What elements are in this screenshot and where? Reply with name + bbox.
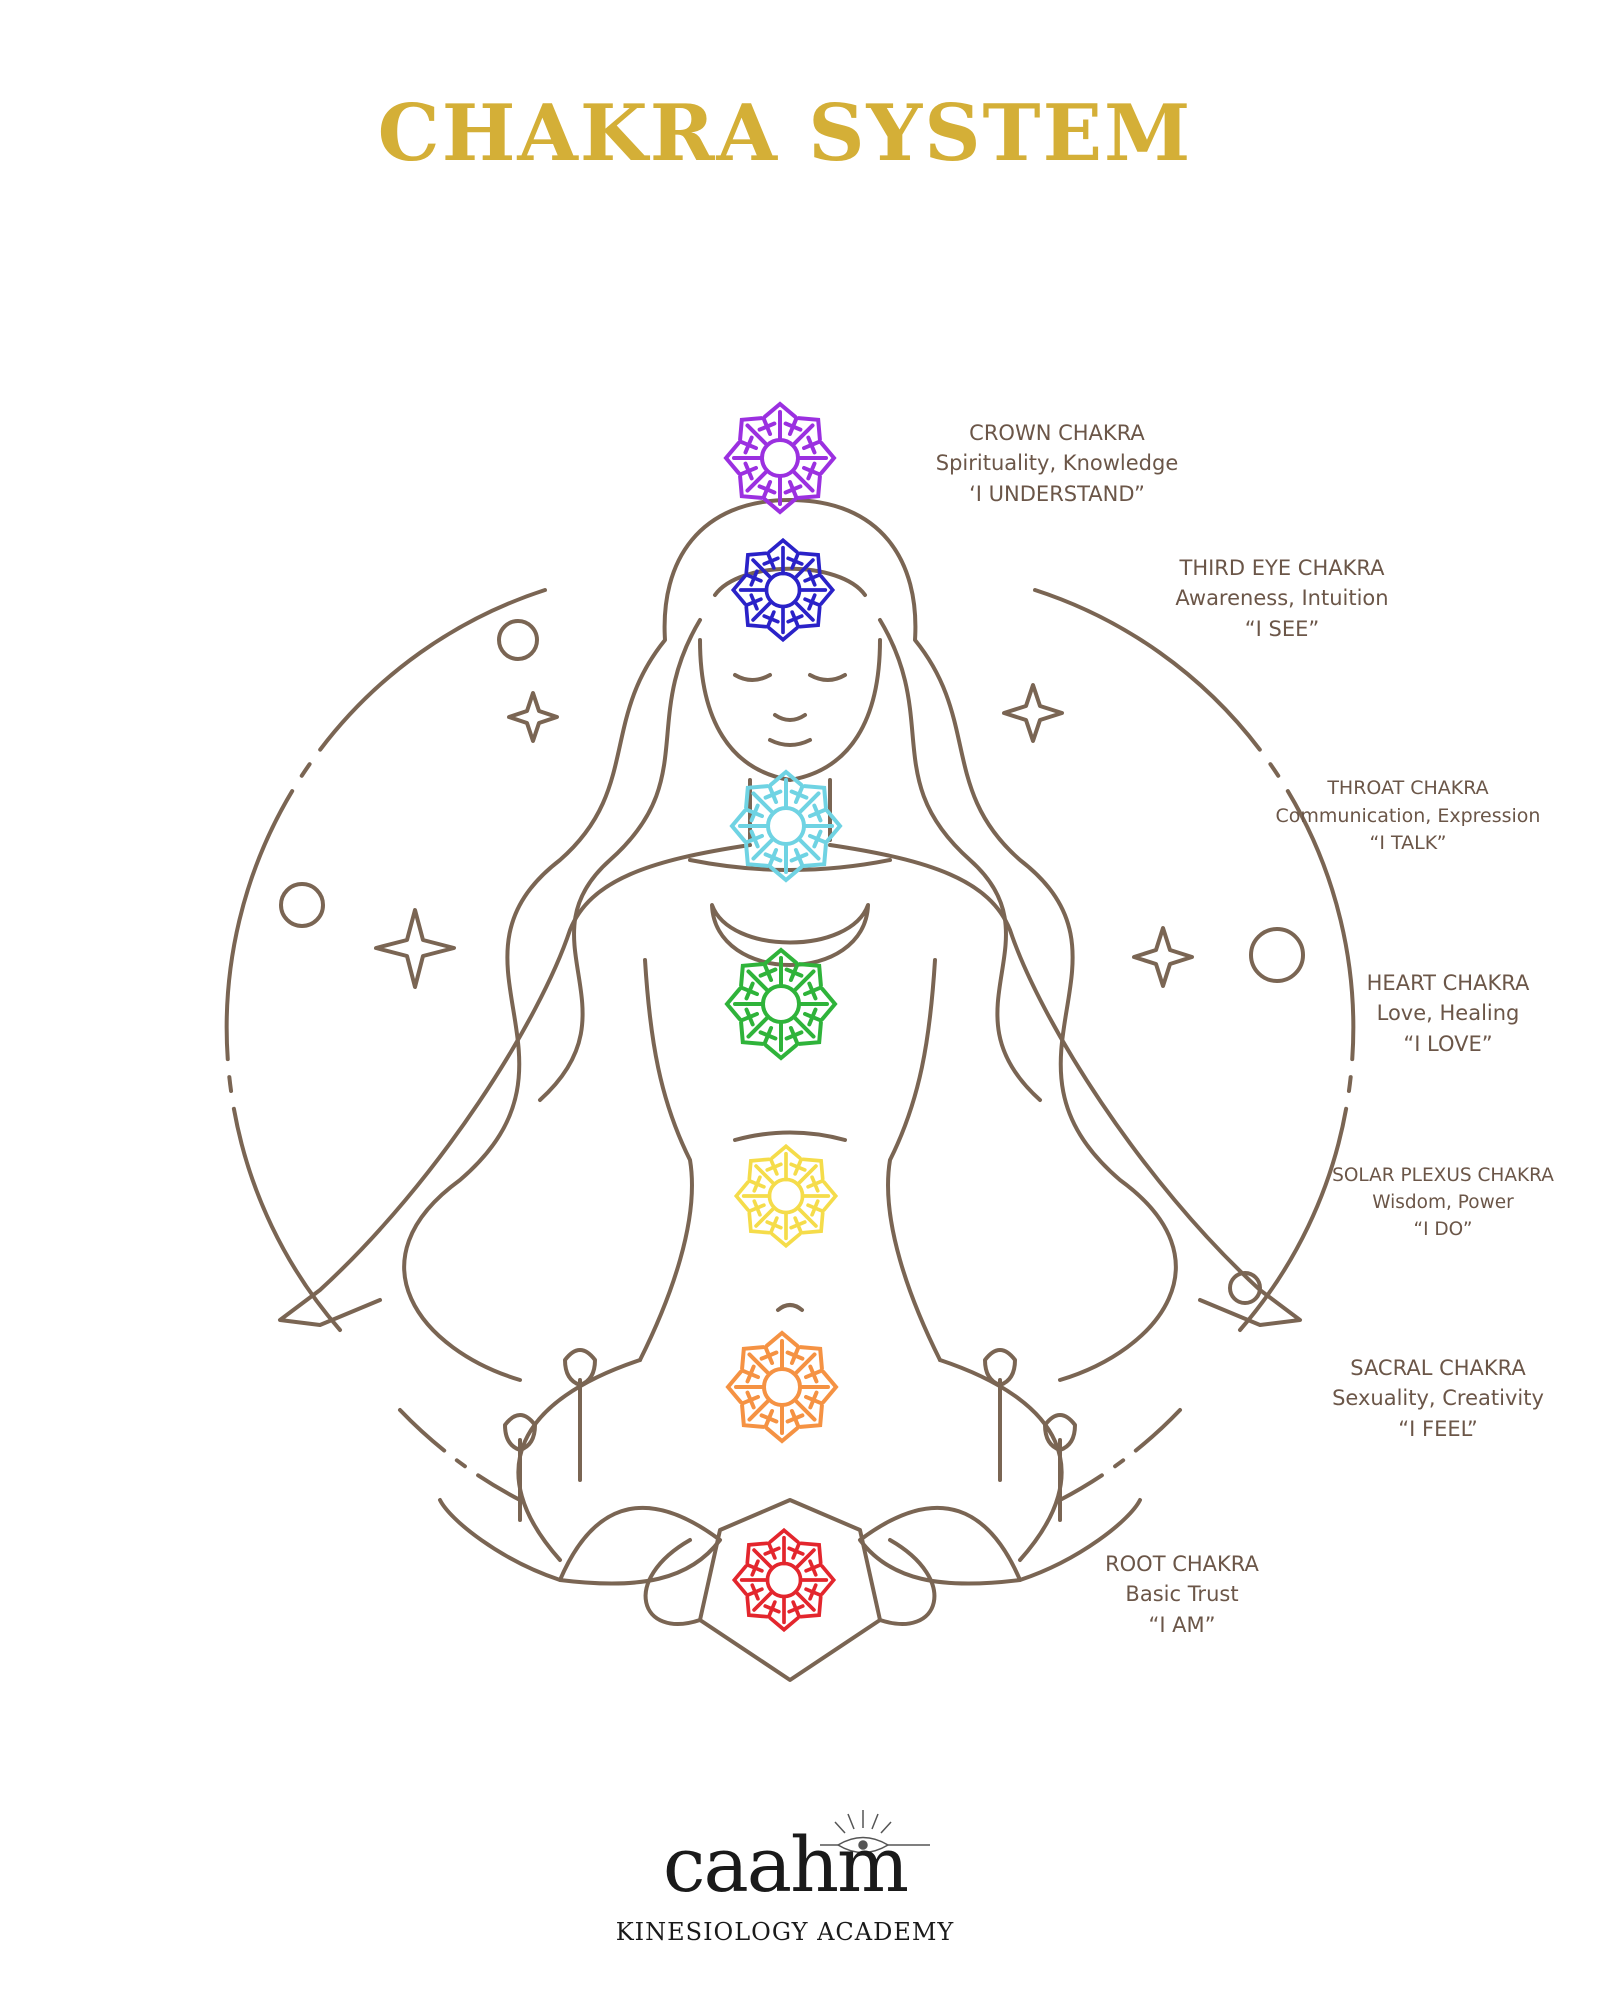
navel-arc (733, 1130, 847, 1142)
nose (773, 713, 807, 722)
closed-eye-right (808, 673, 847, 682)
star-icon (1002, 683, 1064, 743)
chakra-affirmation: ‘I UNDERSTAND” (969, 481, 1145, 506)
cosmic-ring-right (1033, 588, 1356, 1332)
star-icon (374, 908, 456, 989)
heart-chakra-label: HEART CHAKRA Love, Healing “I LOVE” (1268, 968, 1600, 1059)
lotus-flower (698, 1498, 882, 1682)
crescent-necklace (710, 903, 870, 967)
planet-circle (1249, 927, 1305, 983)
chakra-affirmation: “I DO” (1413, 1218, 1473, 1240)
chakra-name: THIRD EYE CHAKRA (1179, 556, 1385, 580)
third-eye-chakra-label: THIRD EYE CHAKRA Awareness, Intuition “I S… (1102, 553, 1462, 644)
throat-chakra-label: THROAT CHAKRA Communication, Expression “I… (1208, 775, 1600, 858)
chakra-qualities: Communication, Expression (1275, 804, 1541, 827)
star-icon (1132, 926, 1194, 988)
page-title: CHAKRA SYSTEM (377, 88, 1193, 179)
torso (638, 958, 694, 1362)
chakra-qualities: Sexuality, Creativity (1332, 1386, 1544, 1411)
chakra-affirmation: “I LOVE” (1403, 1031, 1493, 1056)
solar-plexus-chakra-label: SOLAR PLEXUS CHAKRA Wisdom, Power “I DO” (1263, 1163, 1600, 1243)
line-art (224, 498, 1356, 1682)
chakra-qualities: Basic Trust (1125, 1582, 1239, 1607)
legs (516, 1358, 1064, 1562)
chakra-qualities: Spirituality, Knowledge (935, 451, 1179, 476)
chakra-name: ROOT CHAKRA (1105, 1552, 1259, 1576)
chakra-name: HEART CHAKRA (1366, 971, 1530, 995)
leaf-left (558, 1505, 722, 1586)
solar-plexus-chakra-symbol (733, 1143, 839, 1249)
chakra-affirmation: “I SEE” (1244, 616, 1320, 641)
face (698, 638, 882, 782)
chakra-affirmation: “I TALK” (1369, 832, 1447, 855)
chakra-qualities: Awareness, Intuition (1175, 586, 1389, 611)
crown-chakra-label: CROWN CHAKRA Spirituality, Knowledge ‘I UN… (877, 418, 1237, 509)
chakra-name: THROAT CHAKRA (1327, 777, 1489, 799)
chakra-qualities: Love, Healing (1376, 1001, 1520, 1026)
sparkle-stars (374, 683, 1194, 989)
crown-chakra-symbol (723, 401, 837, 515)
chakra-name: SOLAR PLEXUS CHAKRA (1332, 1165, 1554, 1186)
shoulders (278, 843, 752, 1327)
eye-logo (820, 1810, 930, 1854)
third-eye-chakra-symbol (730, 537, 836, 643)
heart-chakra-symbol (724, 947, 838, 1061)
closed-eye-left (733, 673, 772, 682)
collarbone (688, 858, 892, 872)
chakra-affirmation: “I AM” (1148, 1612, 1216, 1637)
chakra-name: CROWN CHAKRA (969, 421, 1145, 445)
lips (768, 738, 812, 747)
root-chakra-label: ROOT CHAKRA Basic Trust “I AM” (1002, 1549, 1362, 1640)
brand-name: caahm (662, 1820, 909, 1909)
chakra-name: SACRAL CHAKRA (1350, 1356, 1526, 1380)
planet-circle (497, 619, 539, 661)
chakra-affirmation: “I FEEL” (1398, 1416, 1478, 1441)
chakra-symbols (723, 401, 843, 1633)
planet-circle (279, 882, 325, 928)
sacral-chakra-symbol (725, 1330, 839, 1444)
leaf-right (858, 1505, 1022, 1586)
chakra-qualities: Wisdom, Power (1372, 1191, 1514, 1213)
planet-circle (1228, 1271, 1262, 1305)
cosmic-ring (224, 588, 547, 1332)
throat-chakra-symbol (729, 769, 843, 883)
star-icon (507, 691, 559, 743)
root-chakra-symbol (731, 1527, 837, 1633)
sacral-chakra-label: SACRAL CHAKRA Sexuality, Creativity “I FEE… (1258, 1353, 1600, 1444)
hair (402, 498, 792, 1382)
brand-subtitle: KINESIOLOGY ACADEMY (615, 1918, 955, 1946)
